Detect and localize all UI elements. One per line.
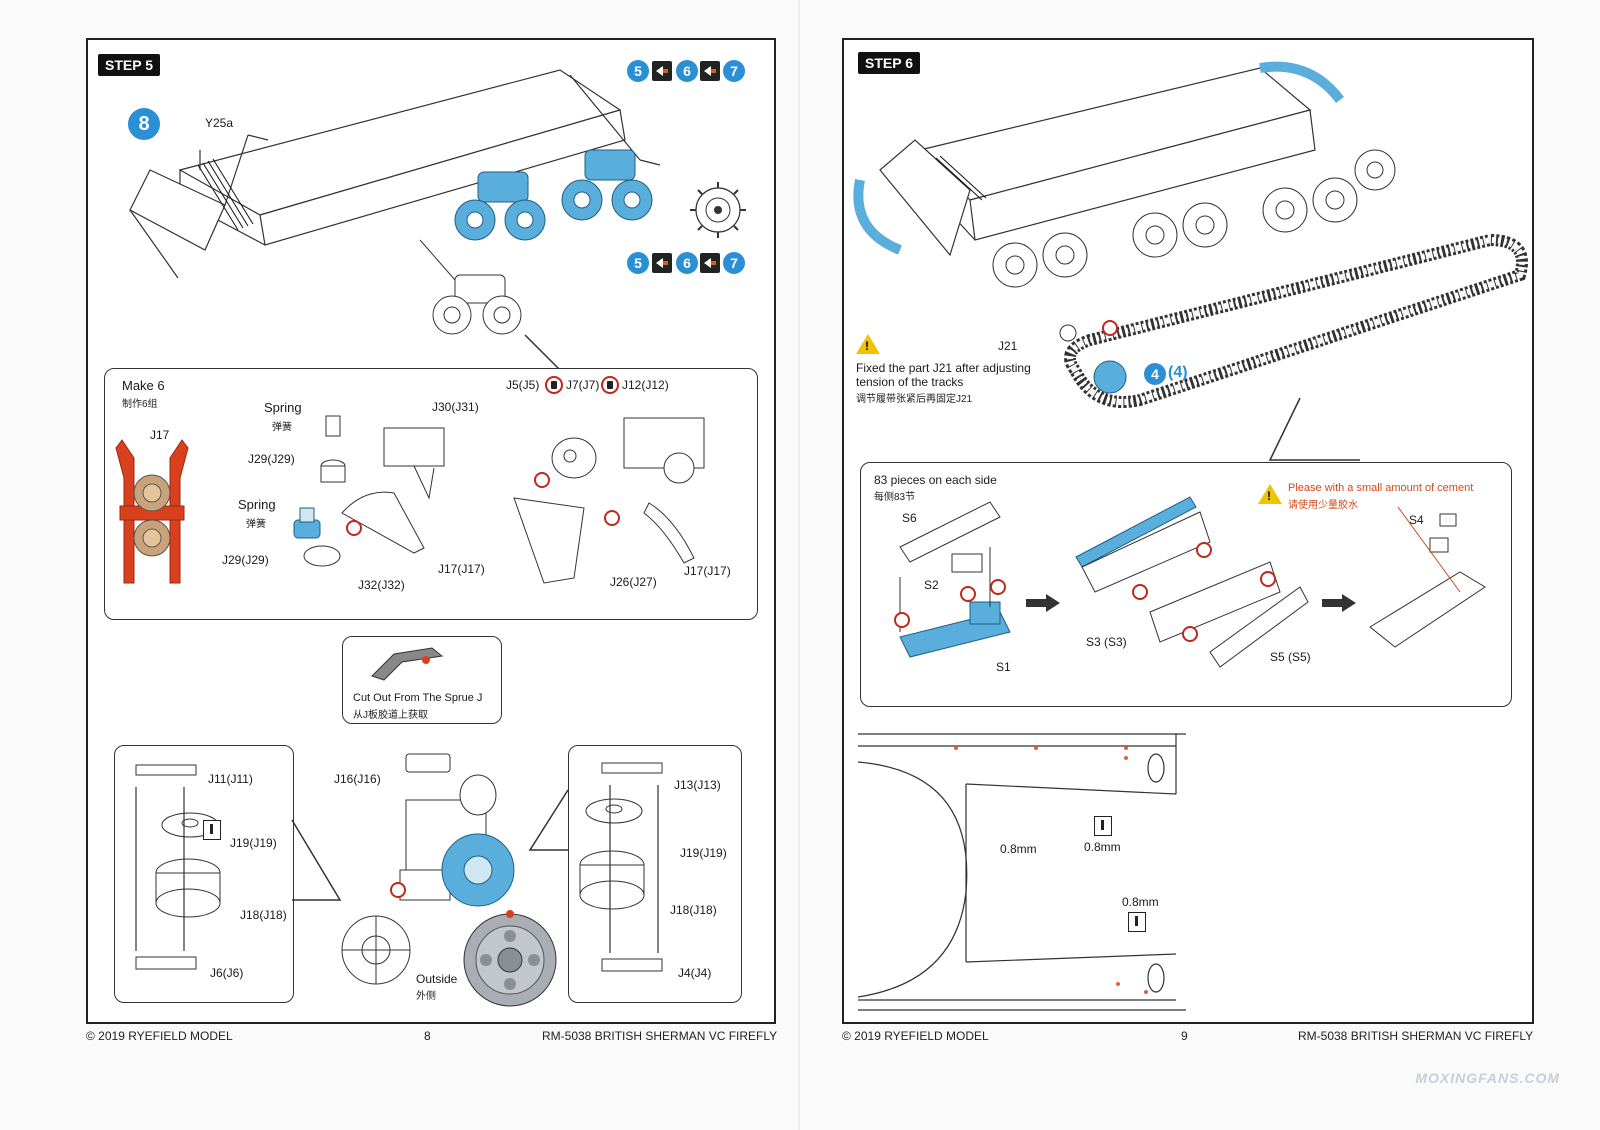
- warning-text-cn: 调节履带张紧后再固定J21: [856, 394, 973, 405]
- part-label-j29-bottom: J29(J29): [222, 553, 269, 567]
- part-label-j21: J21: [998, 339, 1018, 353]
- part-label-j30: J30(J31): [432, 400, 479, 414]
- track-step-badge-paren: (4): [1168, 364, 1188, 381]
- drill-icon: [203, 820, 221, 840]
- part-label-s2: S2: [924, 578, 939, 592]
- instruction-page-9: STEP 6 J21 ! Fixed the par: [203, 0, 1600, 1130]
- hull-drill-detail: [857, 733, 1186, 1011]
- outside-label-cn: 外侧: [416, 991, 436, 1002]
- footer-page-number: 8: [424, 1029, 431, 1043]
- part-label-j26: J26(J27): [610, 575, 657, 589]
- step-title: STEP 6: [858, 52, 920, 74]
- part-label-s5: S5 (S5): [1270, 650, 1311, 664]
- bogie-exploded-drawing: [293, 415, 705, 584]
- part-label-j18-left: J18(J18): [240, 908, 287, 922]
- order-arrow-icon: [700, 61, 720, 81]
- step-number-badge: 8: [128, 108, 160, 140]
- seq-bottom-3: 7: [723, 252, 745, 274]
- part-label-y25a: Y25a: [205, 116, 234, 130]
- seq-bottom-1: 5: [627, 252, 649, 274]
- cement-icon: [601, 376, 619, 394]
- part-label-j18-right: J18(J18): [670, 903, 717, 917]
- track-pieces-cn: 每侧83节: [874, 492, 916, 503]
- part-label-j19-left: J19(J19): [230, 836, 277, 850]
- footer-page-number: 9: [1181, 1029, 1188, 1043]
- sprue-part-drawing: [371, 647, 444, 681]
- order-arrow-icon: [652, 253, 672, 273]
- part-label-j6: J6(J6): [210, 966, 244, 980]
- footer-copyright: © 2019 RYEFIELD MODEL: [86, 1029, 233, 1043]
- part-label-j17-right: J17(J17): [684, 564, 731, 578]
- spring-label-1-cn: 弹簧: [272, 422, 292, 433]
- hull-illustration: [129, 69, 746, 371]
- drill-icon: [1128, 912, 1146, 932]
- cement-note-cn: 请使用少量胶水: [1288, 500, 1358, 511]
- callout-tail-right: [528, 789, 569, 851]
- part-label-j12: J12(J12): [622, 378, 669, 392]
- make-count: Make 6: [122, 378, 165, 393]
- j17-part-illustration: [115, 439, 189, 584]
- hull-track-illustration: [853, 61, 1528, 461]
- part-label-s6: S6: [902, 511, 917, 525]
- step-title: STEP 5: [98, 54, 160, 76]
- order-arrow-icon: [700, 253, 720, 273]
- part-label-j7: J7(J7): [566, 378, 600, 392]
- wheel-left-drawing: [135, 764, 221, 970]
- wheel-right-drawing: [579, 762, 663, 972]
- track-step-badge: 4: [1144, 363, 1166, 385]
- drill-size-3: 0.8mm: [1122, 895, 1159, 909]
- track-link-drawing: [894, 496, 1486, 668]
- cement-note: Please with a small amount of cement: [1288, 482, 1474, 494]
- bogie-assembly-box: [104, 368, 758, 620]
- spring-label-2: Spring: [238, 497, 276, 512]
- part-label-j32: J32(J32): [358, 578, 405, 592]
- part-label-j19-right: J19(J19): [680, 846, 727, 860]
- seq-top-3: 7: [723, 60, 745, 82]
- make-count-cn: 制作6组: [122, 399, 158, 410]
- spring-label-1: Spring: [264, 400, 302, 415]
- cement-icon: [545, 376, 563, 394]
- sprue-text: Cut Out From The Sprue J: [353, 692, 483, 704]
- callout-tail-left: [291, 819, 342, 901]
- sprue-text-cn: 从J板胶道上获取: [353, 710, 428, 721]
- part-label-j13: J13(J13): [674, 778, 721, 792]
- warning-icon: !: [856, 334, 880, 354]
- part-label-s3: S3 (S3): [1086, 635, 1127, 649]
- part-label-j16: J16(J16): [334, 772, 381, 786]
- wheel-center-drawing: [341, 753, 557, 1007]
- part-label-s4: S4: [1409, 513, 1424, 527]
- watermark: MOXINGFANS.COM: [1415, 1070, 1560, 1086]
- drill-size-2: 0.8mm: [1084, 840, 1121, 854]
- warning-text-1: Fixed the part J21 after adjusting: [856, 361, 1031, 375]
- seq-top-1: 5: [627, 60, 649, 82]
- part-label-j17-left: J17(J17): [438, 562, 485, 576]
- seq-bottom-2: 6: [676, 252, 698, 274]
- outside-label: Outside: [416, 972, 458, 986]
- footer-product: RM-5038 BRITISH SHERMAN VC FIREFLY: [1298, 1029, 1534, 1043]
- part-label-j5: J5(J5): [506, 378, 540, 392]
- footer-copyright: © 2019 RYEFIELD MODEL: [842, 1029, 989, 1043]
- track-pieces-text: 83 pieces on each side: [874, 473, 997, 487]
- part-label-j11: J11(J11): [208, 772, 253, 786]
- seq-top-2: 6: [676, 60, 698, 82]
- part-label-j29-top: J29(J29): [248, 452, 295, 466]
- part-label-j17: J17: [150, 428, 170, 442]
- instruction-page-8: STEP 5 8 Y25a 5 6 7 5 6 7: [86, 38, 778, 1043]
- part-label-s1: S1: [996, 660, 1011, 674]
- drill-icon: [1094, 816, 1112, 836]
- spring-label-2-cn: 弹簧: [246, 519, 266, 530]
- order-arrow-icon: [652, 61, 672, 81]
- cement-warning-icon: !: [1258, 484, 1282, 504]
- footer-product: RM-5038 BRITISH SHERMAN VC FIREFLY: [542, 1029, 778, 1043]
- part-label-j4: J4(J4): [678, 966, 712, 980]
- warning-text-2: tension of the tracks: [856, 375, 964, 389]
- drill-size-1: 0.8mm: [1000, 842, 1037, 856]
